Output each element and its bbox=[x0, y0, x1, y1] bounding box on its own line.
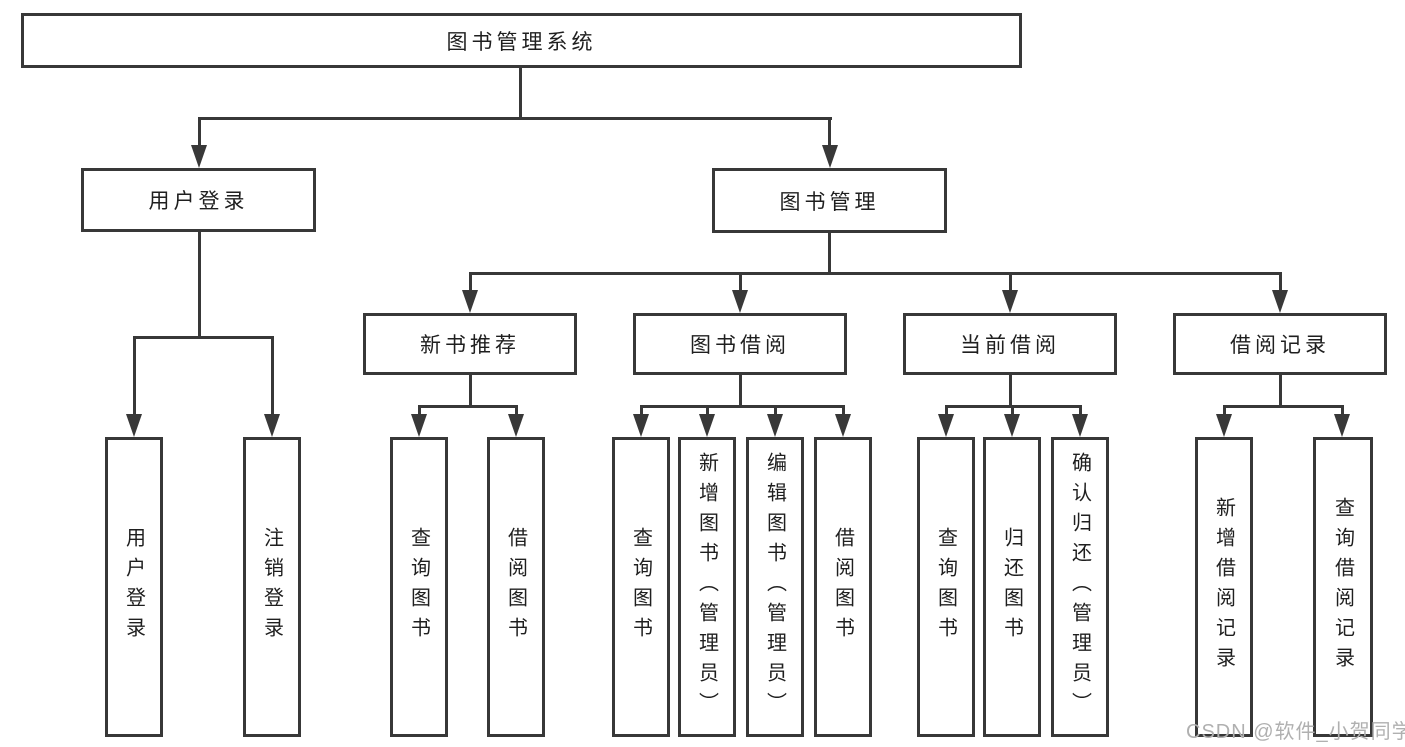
connector-vline bbox=[133, 336, 136, 417]
connector-hline bbox=[198, 117, 832, 120]
csdn-watermark: CSDN @软件_小贺同学 bbox=[1186, 721, 1405, 743]
leaf-return-books: 归还图书 bbox=[983, 437, 1041, 737]
connector-hline bbox=[1223, 405, 1343, 408]
leaf-query-books-recommend: 查询图书 bbox=[390, 437, 448, 737]
arrowhead-icon bbox=[462, 290, 478, 313]
arrowhead-icon bbox=[508, 414, 524, 437]
connector-vline bbox=[198, 231, 201, 339]
connector-vline bbox=[739, 374, 742, 408]
connector-vline bbox=[1009, 272, 1012, 292]
connector-vline bbox=[842, 405, 845, 417]
arrowhead-icon bbox=[1002, 290, 1018, 313]
connector-hline bbox=[640, 405, 844, 408]
arrowhead-icon bbox=[1334, 414, 1350, 437]
leaf-borrow-books-recommend: 借阅图书 bbox=[487, 437, 545, 737]
node-new-book-recommend: 新书推荐 bbox=[363, 313, 577, 375]
connector-vline bbox=[519, 68, 522, 120]
connector-vline bbox=[469, 272, 472, 292]
node-current-borrowing: 当前借阅 bbox=[903, 313, 1117, 375]
arrowhead-icon bbox=[1072, 414, 1088, 437]
arrowhead-icon bbox=[1004, 414, 1020, 437]
leaf-query-books-borrowing: 查询图书 bbox=[612, 437, 670, 737]
arrowhead-icon bbox=[732, 290, 748, 313]
leaf-query-borrow-record: 查询借阅记录 bbox=[1313, 437, 1373, 737]
node-book-borrowing: 图书借阅 bbox=[633, 313, 847, 375]
leaf-logout: 注销登录 bbox=[243, 437, 301, 737]
leaf-query-books-current: 查询图书 bbox=[917, 437, 975, 737]
arrowhead-icon bbox=[633, 414, 649, 437]
leaf-edit-book-admin: 编辑图书（管理员） bbox=[746, 437, 804, 737]
arrowhead-icon bbox=[1272, 290, 1288, 313]
connector-vline bbox=[1279, 272, 1282, 292]
node-library-system: 图书管理系统 bbox=[21, 13, 1022, 68]
arrowhead-icon bbox=[938, 414, 954, 437]
connector-vline bbox=[271, 336, 274, 417]
connector-vline bbox=[198, 117, 201, 148]
connector-vline bbox=[515, 405, 518, 417]
connector-vline bbox=[1223, 405, 1226, 417]
arrowhead-icon bbox=[126, 414, 142, 437]
connector-vline bbox=[1079, 405, 1082, 417]
connector-vline bbox=[945, 405, 948, 417]
connector-vline bbox=[706, 405, 709, 417]
connector-hline bbox=[470, 272, 1281, 275]
leaf-confirm-return-admin: 确认归还（管理员） bbox=[1051, 437, 1109, 737]
connector-vline bbox=[739, 272, 742, 292]
connector-vline bbox=[828, 117, 831, 148]
connector-hline bbox=[133, 336, 274, 339]
arrowhead-icon bbox=[835, 414, 851, 437]
arrowhead-icon bbox=[699, 414, 715, 437]
node-borrow-records: 借阅记录 bbox=[1173, 313, 1387, 375]
connector-hline bbox=[418, 405, 518, 408]
connector-vline bbox=[1279, 374, 1282, 408]
connector-vline bbox=[1341, 405, 1344, 417]
connector-vline bbox=[1011, 405, 1014, 417]
leaf-add-borrow-record: 新增借阅记录 bbox=[1195, 437, 1253, 737]
connector-vline bbox=[640, 405, 643, 417]
arrowhead-icon bbox=[822, 145, 838, 168]
connector-vline bbox=[1009, 374, 1012, 408]
arrowhead-icon bbox=[264, 414, 280, 437]
arrowhead-icon bbox=[1216, 414, 1232, 437]
arrowhead-icon bbox=[411, 414, 427, 437]
node-book-management: 图书管理 bbox=[712, 168, 947, 233]
arrowhead-icon bbox=[191, 145, 207, 168]
node-user-login: 用户登录 bbox=[81, 168, 316, 232]
connector-vline bbox=[418, 405, 421, 417]
connector-vline bbox=[828, 231, 831, 275]
leaf-borrow-books: 借阅图书 bbox=[814, 437, 872, 737]
arrowhead-icon bbox=[767, 414, 783, 437]
connector-vline bbox=[774, 405, 777, 417]
leaf-add-book-admin: 新增图书（管理员） bbox=[678, 437, 736, 737]
leaf-user-login: 用户登录 bbox=[105, 437, 163, 737]
connector-vline bbox=[469, 374, 472, 408]
